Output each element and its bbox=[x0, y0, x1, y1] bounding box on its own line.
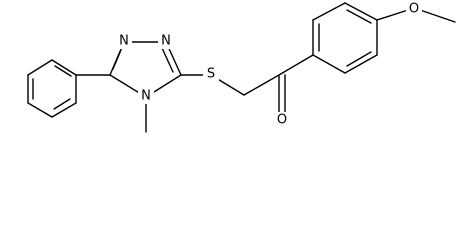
atom-n: N bbox=[119, 34, 129, 49]
bond bbox=[27, 59, 53, 76]
chemical-structure-drawing: N N N S O O bbox=[27, 1, 456, 133]
molecule-canvas: N N N S O O bbox=[27, 1, 456, 133]
phenyl-ring bbox=[27, 59, 77, 118]
double-bond-inner bbox=[346, 51, 372, 67]
double-bond-inner bbox=[161, 47, 174, 73]
bond bbox=[344, 2, 378, 21]
double-bond-inner bbox=[54, 65, 72, 77]
bond bbox=[51, 59, 77, 76]
bond bbox=[312, 54, 346, 74]
double-bond-inner bbox=[112, 49, 122, 70]
double-bond-inner bbox=[53, 98, 71, 110]
atom-s: S bbox=[207, 67, 215, 82]
bond bbox=[278, 54, 314, 76]
methoxyphenyl-ring bbox=[312, 2, 378, 74]
atom-o-carbonyl: O bbox=[277, 113, 287, 128]
methoxy-methyl-bond bbox=[419, 9, 456, 23]
atom-o-ether: O bbox=[409, 2, 419, 17]
bond bbox=[243, 74, 280, 96]
bond bbox=[312, 2, 346, 21]
atom-n: N bbox=[161, 34, 171, 49]
atom-n: N bbox=[141, 89, 151, 104]
bond bbox=[376, 9, 409, 21]
bond bbox=[51, 102, 77, 118]
double-bond-inner bbox=[346, 9, 372, 24]
bond bbox=[344, 54, 378, 74]
bond bbox=[27, 102, 53, 118]
